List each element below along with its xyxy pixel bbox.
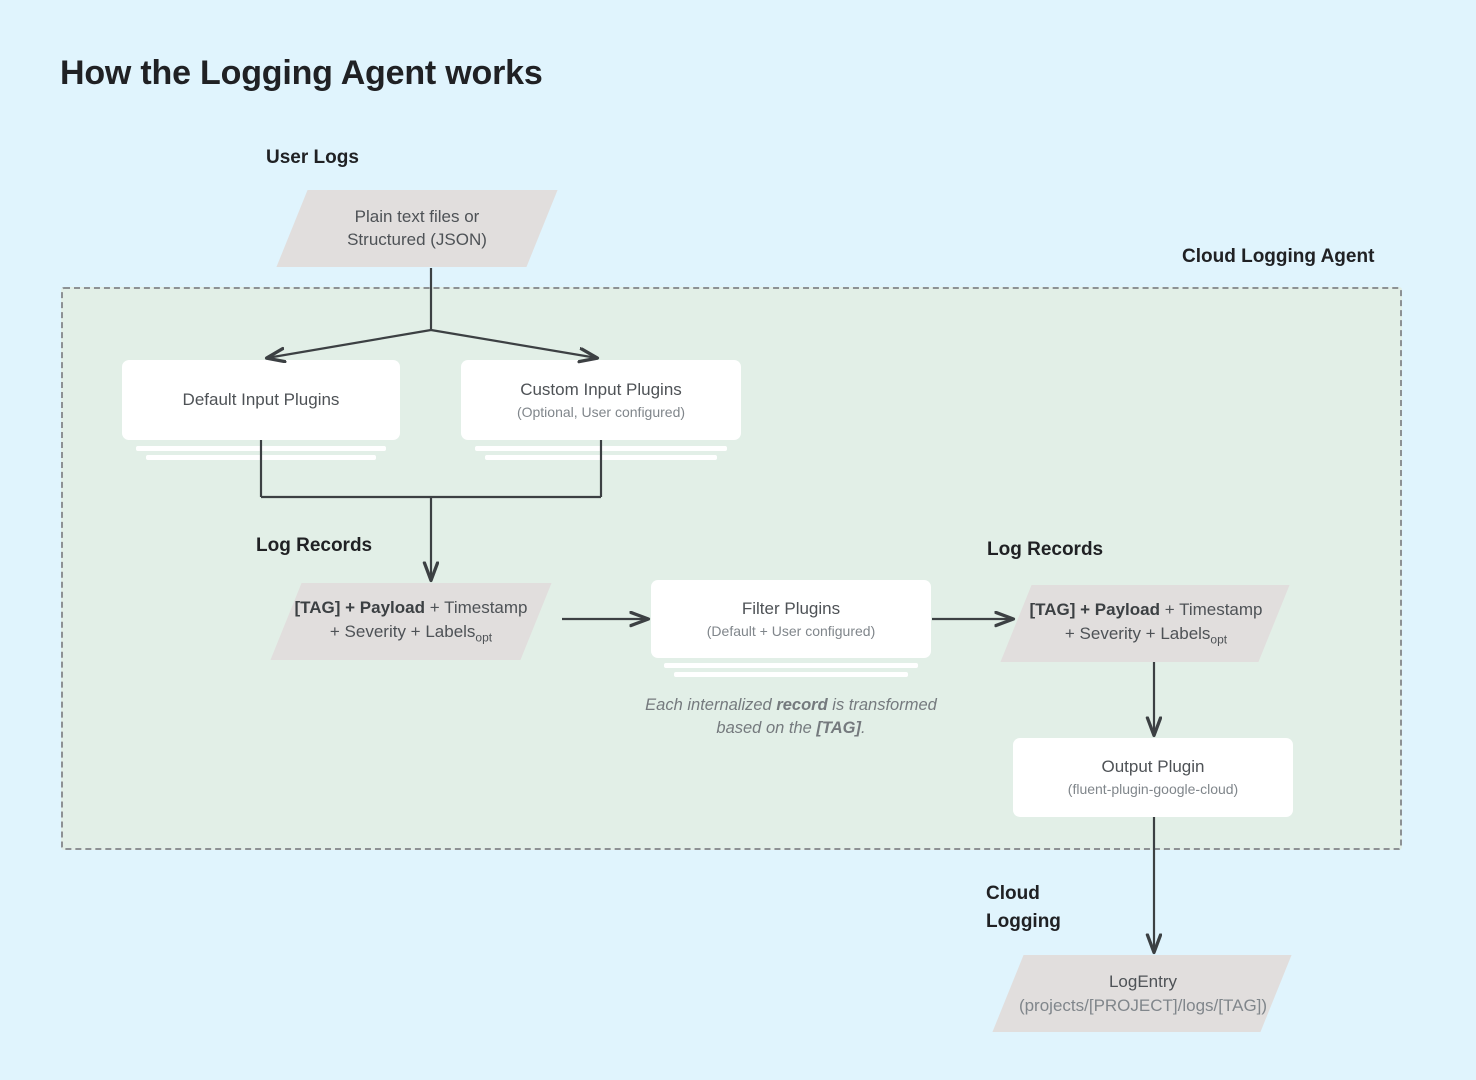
caption-transform-note: Each internalized record is transformed …: [636, 694, 946, 741]
node-record-left-shape: [270, 583, 552, 660]
stack-line-filter-2: [674, 672, 908, 677]
label-cloud-logging-line2: Logging: [986, 910, 1061, 932]
label-cloud-logging: Cloud Logging: [986, 880, 1061, 935]
caption-line1-b: record: [776, 696, 828, 714]
node-record-right-shape: [1000, 585, 1290, 662]
stack-line-custom-input-2: [485, 455, 717, 460]
stack-line-default-input-1: [136, 446, 386, 451]
node-filter-plugins-title: Filter Plugins: [741, 598, 841, 618]
caption-line1-c: is: [827, 696, 845, 714]
label-log-records-left: Log Records: [256, 535, 373, 556]
label-cloud-logging-line1: Cloud: [986, 883, 1040, 904]
node-default-input-plugins[interactable]: Default Input Plugins: [122, 360, 400, 440]
caption-line2-c: .: [861, 719, 866, 738]
node-custom-input-plugins-title: Custom Input Plugins: [520, 379, 682, 399]
node-custom-input-plugins-subtitle: (Optional, User configured): [516, 403, 686, 420]
caption-line1-a: Each internalized: [645, 696, 777, 714]
caption-line2-b: [TAG]: [816, 719, 861, 738]
node-log-entry-shape: [992, 955, 1292, 1032]
node-source-shape: [276, 190, 558, 267]
node-default-input-plugins-title: Default Input Plugins: [182, 389, 340, 409]
label-log-records-right: Log Records: [987, 539, 1104, 560]
page-title: How the Logging Agent works: [60, 54, 543, 92]
label-user-logs: User Logs: [266, 147, 359, 168]
node-output-plugin-title: Output Plugin: [1101, 757, 1205, 777]
node-output-plugin[interactable]: Output Plugin (fluent-plugin-google-clou…: [1013, 738, 1293, 817]
label-cloud-logging-agent: Cloud Logging Agent: [1182, 246, 1375, 267]
caption-line2-a: transformed based on the: [716, 696, 937, 738]
stack-line-default-input-2: [146, 455, 376, 460]
stack-line-custom-input-1: [475, 446, 727, 451]
node-custom-input-plugins[interactable]: Custom Input Plugins (Optional, User con…: [461, 360, 741, 440]
node-filter-plugins[interactable]: Filter Plugins (Default + User configure…: [651, 580, 931, 658]
node-filter-plugins-subtitle: (Default + User configured): [706, 622, 876, 639]
node-output-plugin-subtitle: (fluent-plugin-google-cloud): [1067, 781, 1239, 798]
stack-line-filter-1: [664, 663, 918, 668]
